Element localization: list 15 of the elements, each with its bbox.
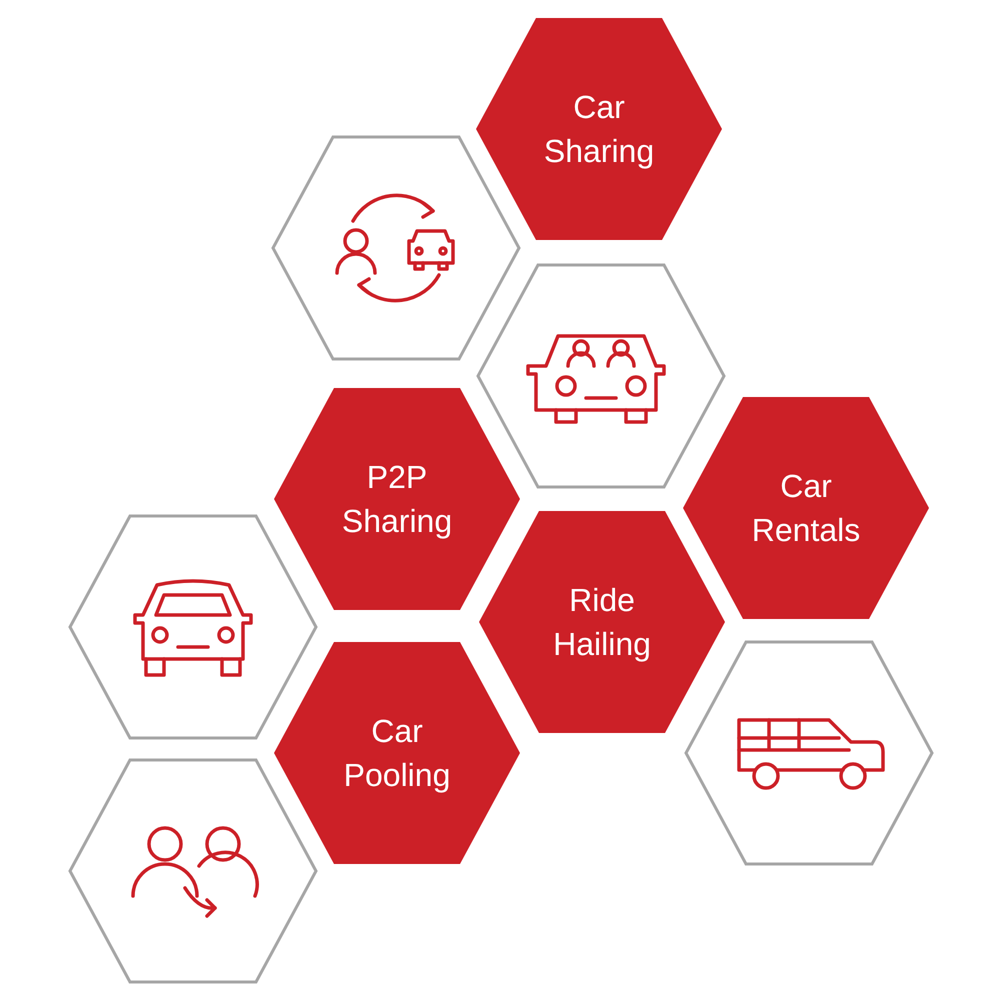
icon-hexagon (68, 758, 318, 984)
category-label: P2P Sharing (340, 458, 454, 541)
category-label: Car Rentals (750, 467, 862, 550)
icon-hexagon (271, 135, 521, 361)
category-hexagon (477, 509, 727, 735)
category-label: Car Sharing (542, 88, 656, 171)
category-label: Ride Hailing (552, 581, 652, 664)
icon-hexagon (684, 640, 934, 866)
category-label: Car Pooling (342, 712, 452, 795)
icon-hexagon (476, 263, 726, 489)
category-hexagon (681, 395, 931, 621)
category-hexagon (272, 386, 522, 612)
category-hexagon (272, 640, 522, 866)
category-hexagon (474, 16, 724, 242)
icon-hexagon (68, 514, 318, 740)
